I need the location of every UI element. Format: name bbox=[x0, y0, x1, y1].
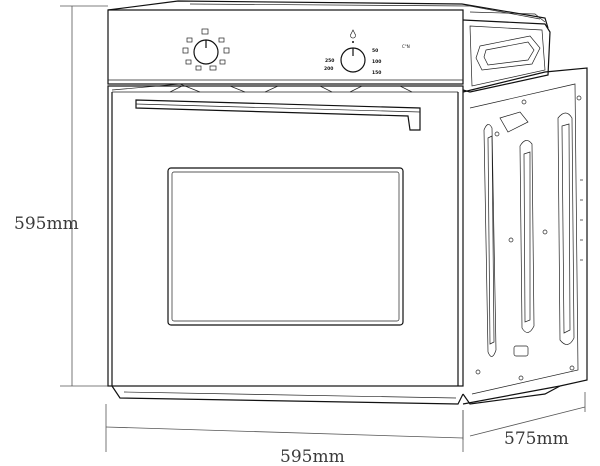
depth-dimension: 575mm bbox=[462, 392, 586, 449]
door-window bbox=[167, 167, 404, 326]
door-handle[interactable] bbox=[135, 99, 421, 131]
temp-mark-50: 50 bbox=[372, 48, 378, 54]
temperature-markings: 250 50 100 200 150 bbox=[324, 29, 381, 76]
oven-top bbox=[107, 0, 549, 29]
height-dimension: 595mm bbox=[14, 5, 108, 387]
width-dimension: 595mm bbox=[105, 404, 464, 466]
temp-mark-250: 250 bbox=[325, 58, 334, 64]
temp-mark-100: 100 bbox=[372, 59, 381, 65]
control-panel: 250 50 100 200 150 C°N bbox=[107, 9, 464, 85]
width-label: 595mm bbox=[280, 447, 345, 466]
thermometer-icon bbox=[350, 29, 356, 39]
side-slot-3 bbox=[557, 112, 575, 345]
height-label: 595mm bbox=[14, 214, 79, 234]
panel-badge: C°N bbox=[402, 44, 410, 49]
depth-label: 575mm bbox=[504, 429, 569, 449]
oven-side-panel bbox=[462, 67, 588, 405]
temp-mark-200: 200 bbox=[324, 66, 333, 72]
oven-door bbox=[107, 83, 464, 387]
temperature-knob[interactable] bbox=[340, 47, 366, 73]
function-knob[interactable] bbox=[193, 39, 219, 65]
oven-bottom bbox=[111, 385, 561, 405]
temp-mark-150: 150 bbox=[372, 70, 381, 76]
side-slot-2 bbox=[519, 140, 535, 333]
function-mode-icons bbox=[182, 28, 230, 71]
side-bracket-top bbox=[462, 19, 551, 93]
side-slot-1 bbox=[483, 124, 497, 357]
